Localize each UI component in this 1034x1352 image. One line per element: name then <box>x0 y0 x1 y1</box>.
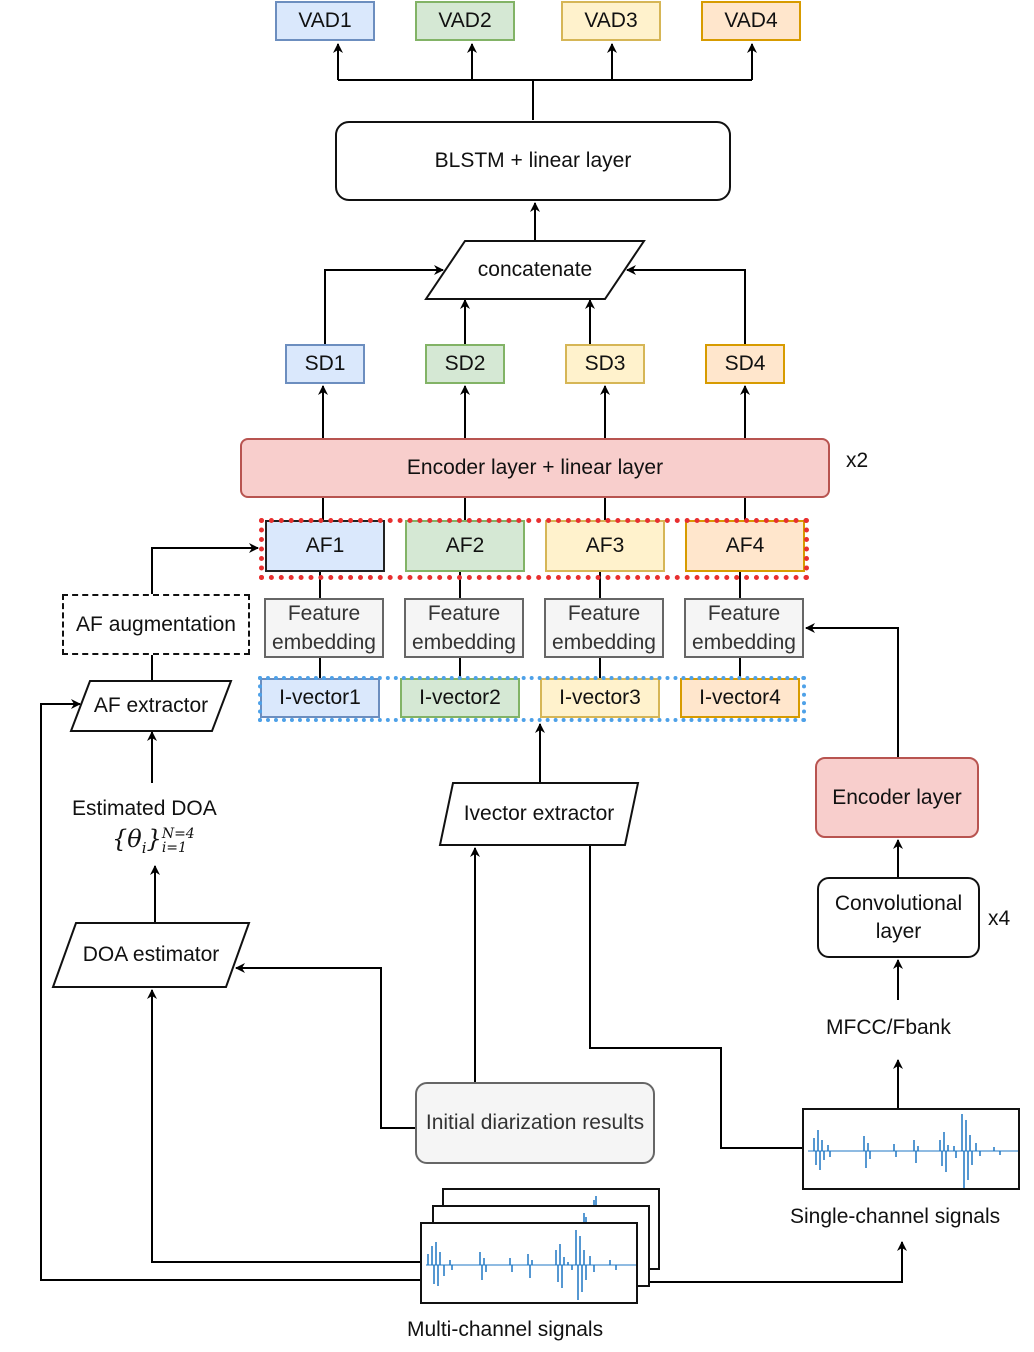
vad1-box: VAD1 <box>275 1 375 41</box>
feature-embedding-4-label: Feature embedding <box>692 601 796 654</box>
encoder-linear-box: Encoder layer + linear layer <box>240 438 830 498</box>
vad2-box: VAD2 <box>415 1 515 41</box>
sd2-label: SD2 <box>444 352 486 376</box>
doa-math-close: } <box>146 825 162 853</box>
multi-waveform-spikes <box>427 1230 617 1300</box>
ivector3-box: I-vector3 <box>540 678 660 718</box>
vad4-box: VAD4 <box>701 1 801 41</box>
encoder-layer-label: Encoder layer <box>832 785 962 809</box>
ivector-extractor-label: Ivector extractor <box>463 802 615 825</box>
ivector4-box: I-vector4 <box>680 678 800 718</box>
vad4-label: VAD4 <box>724 9 778 33</box>
edge-multichannel-afextractor <box>40 699 422 1281</box>
vad3-label: VAD3 <box>584 9 638 33</box>
sd1-box: SD1 <box>285 344 365 384</box>
doa-math-sup: N=4 <box>161 825 195 842</box>
vad3-box: VAD3 <box>561 1 661 41</box>
encoder-repeat-label: x2 <box>846 449 869 472</box>
estimated-doa-label: Estimated DOA <box>72 797 217 820</box>
af3-box: AF3 <box>545 520 665 572</box>
initial-diarization-label: Initial diarization results <box>425 1111 645 1135</box>
concatenate-node: concatenate <box>424 240 646 300</box>
ivector3-label: I-vector3 <box>559 686 641 710</box>
ivector4-label: I-vector4 <box>699 686 781 710</box>
feature-embedding-4: Feature embedding <box>684 598 804 658</box>
vad1-label: VAD1 <box>298 9 352 33</box>
doa-math-subi: i <box>141 838 147 857</box>
ivector-group-outline <box>258 676 806 722</box>
edge-sd4-concat <box>626 265 746 344</box>
single-waveform-spikes <box>813 1114 1001 1188</box>
ivector2-label: I-vector2 <box>419 686 501 710</box>
multi-waveform-svg <box>426 1230 636 1300</box>
sd3-label: SD3 <box>584 352 626 376</box>
feature-embedding-1: Feature embedding <box>264 598 384 658</box>
vad2-label: VAD2 <box>438 9 492 33</box>
conv-layer-box: Convolutional layer <box>817 877 980 958</box>
doa-math-sub: i=1 <box>161 839 187 856</box>
encoder-linear-label: Encoder layer + linear layer <box>406 456 664 480</box>
ivector-extractor-node: Ivector extractor <box>438 782 640 846</box>
blstm-label: BLSTM + linear layer <box>434 149 632 173</box>
feature-embedding-1-label: Feature embedding <box>272 601 376 654</box>
feature-embedding-2: Feature embedding <box>404 598 524 658</box>
af-group-outline <box>259 518 809 580</box>
ivector1-label: I-vector1 <box>279 686 361 710</box>
single-waveform-svg <box>808 1114 1018 1188</box>
edge-augmentation-af1 <box>151 543 259 594</box>
multi-channel-waveform-1 <box>420 1222 638 1304</box>
edge-encoder-fe4 <box>805 623 899 757</box>
sd2-box: SD2 <box>425 344 505 384</box>
edge-blstm-vad <box>337 44 752 120</box>
af-augmentation-label: AF augmentation <box>76 612 236 636</box>
multi-channel-label: Multi-channel signals <box>407 1318 604 1341</box>
af2-label: AF2 <box>445 534 485 558</box>
af-augmentation-box: AF augmentation <box>62 594 250 655</box>
sd3-box: SD3 <box>565 344 645 384</box>
single-channel-waveform <box>802 1108 1020 1190</box>
ivector1-box: I-vector1 <box>260 678 380 718</box>
edge-diarization-doaestimator <box>235 963 415 1129</box>
doa-estimator-label: DOA estimator <box>82 943 220 966</box>
af1-label: AF1 <box>305 534 345 558</box>
af-extractor-node: AF extractor <box>69 680 233 732</box>
edge-multi-single <box>637 1241 907 1283</box>
sd4-box: SD4 <box>705 344 785 384</box>
mfcc-label: MFCC/Fbank <box>826 1016 951 1039</box>
edge-singlechannel-ivector <box>585 829 802 1149</box>
initial-diarization-box: Initial diarization results <box>415 1082 655 1164</box>
sd1-label: SD1 <box>304 352 346 376</box>
sd4-label: SD4 <box>724 352 766 376</box>
af4-label: AF4 <box>725 534 765 558</box>
blstm-box: BLSTM + linear layer <box>335 121 731 201</box>
af3-label: AF3 <box>585 534 625 558</box>
conv-layer-label: Convolutional layer <box>834 892 963 943</box>
feature-embedding-3-label: Feature embedding <box>552 601 656 654</box>
af-extractor-label: AF extractor <box>93 694 209 717</box>
edge-sd1-concat <box>324 265 444 344</box>
conv-repeat-label: x4 <box>988 907 1011 930</box>
feature-embedding-3: Feature embedding <box>544 598 664 658</box>
doa-math-base: {θ <box>112 825 142 853</box>
af4-box: AF4 <box>685 520 805 572</box>
doa-estimator-node: DOA estimator <box>51 922 251 988</box>
edge-multichannel-doaestimator <box>147 989 422 1263</box>
single-channel-label: Single-channel signals <box>790 1205 1001 1228</box>
concatenate-label: concatenate <box>477 258 593 281</box>
feature-embedding-2-label: Feature embedding <box>412 601 516 654</box>
encoder-layer-box: Encoder layer <box>815 757 979 838</box>
